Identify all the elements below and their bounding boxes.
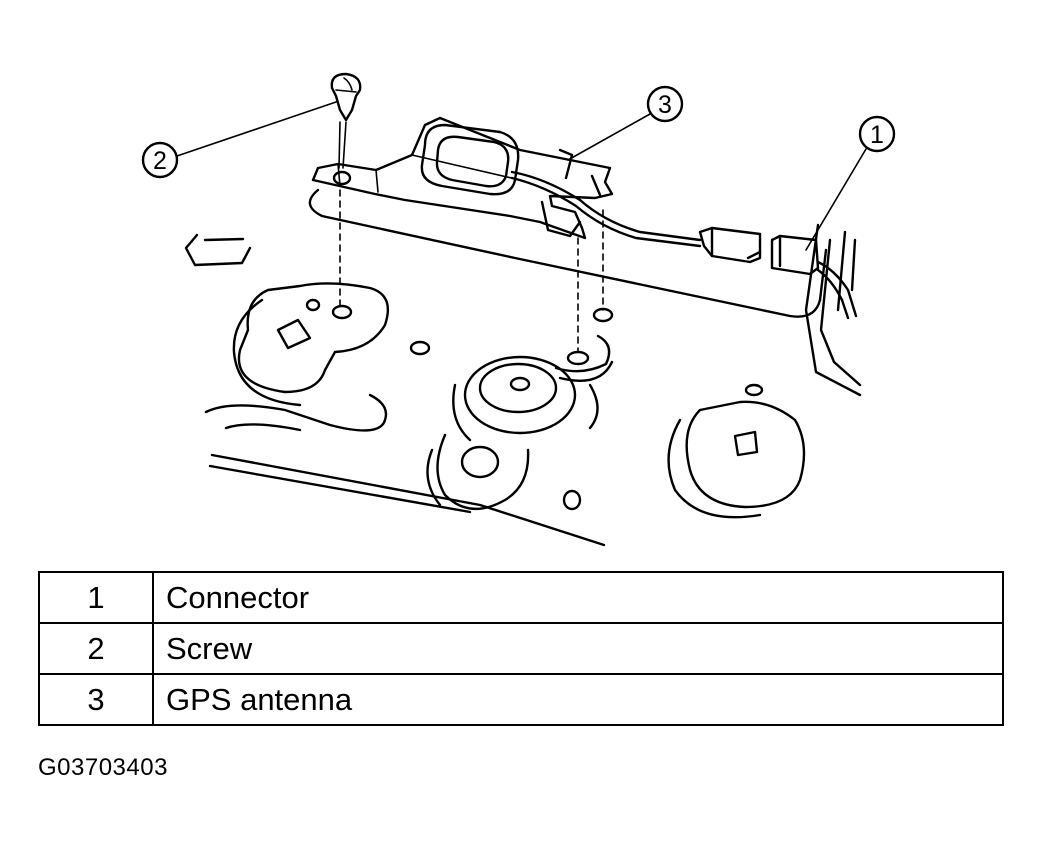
legend-label: Screw	[152, 622, 1004, 675]
callout-2-label: 2	[153, 147, 167, 175]
installation-guide-lines	[338, 121, 604, 353]
legend-number: 3	[38, 673, 154, 726]
callout-3: 3	[567, 85, 684, 161]
legend-table: 1 Connector 2 Screw 3 GPS antenna	[38, 571, 1004, 726]
right-mount-pad	[667, 383, 806, 519]
callout-1: 1	[805, 115, 896, 251]
callout-3-label: 3	[658, 91, 672, 119]
gps-antenna	[311, 116, 702, 248]
legend-row: 3 GPS antenna	[38, 673, 1004, 726]
legend-number: 1	[38, 571, 154, 624]
legend-row: 2 Screw	[38, 622, 1004, 675]
legend-label: GPS antenna	[152, 673, 1004, 726]
screw	[330, 72, 362, 122]
connector	[698, 226, 858, 320]
callout-2: 2	[141, 101, 337, 179]
left-mount-pad	[204, 282, 431, 432]
gps-antenna-installation-diagram: 1 2 3	[141, 72, 896, 547]
legend-number: 2	[38, 622, 154, 675]
legend-label: Connector	[152, 571, 1004, 624]
center-mount-pad	[426, 307, 614, 511]
figure-id: G03703403	[38, 754, 168, 781]
legend-row: 1 Connector	[38, 571, 1004, 624]
callout-1-label: 1	[870, 121, 884, 149]
vehicle-panel	[184, 188, 862, 547]
